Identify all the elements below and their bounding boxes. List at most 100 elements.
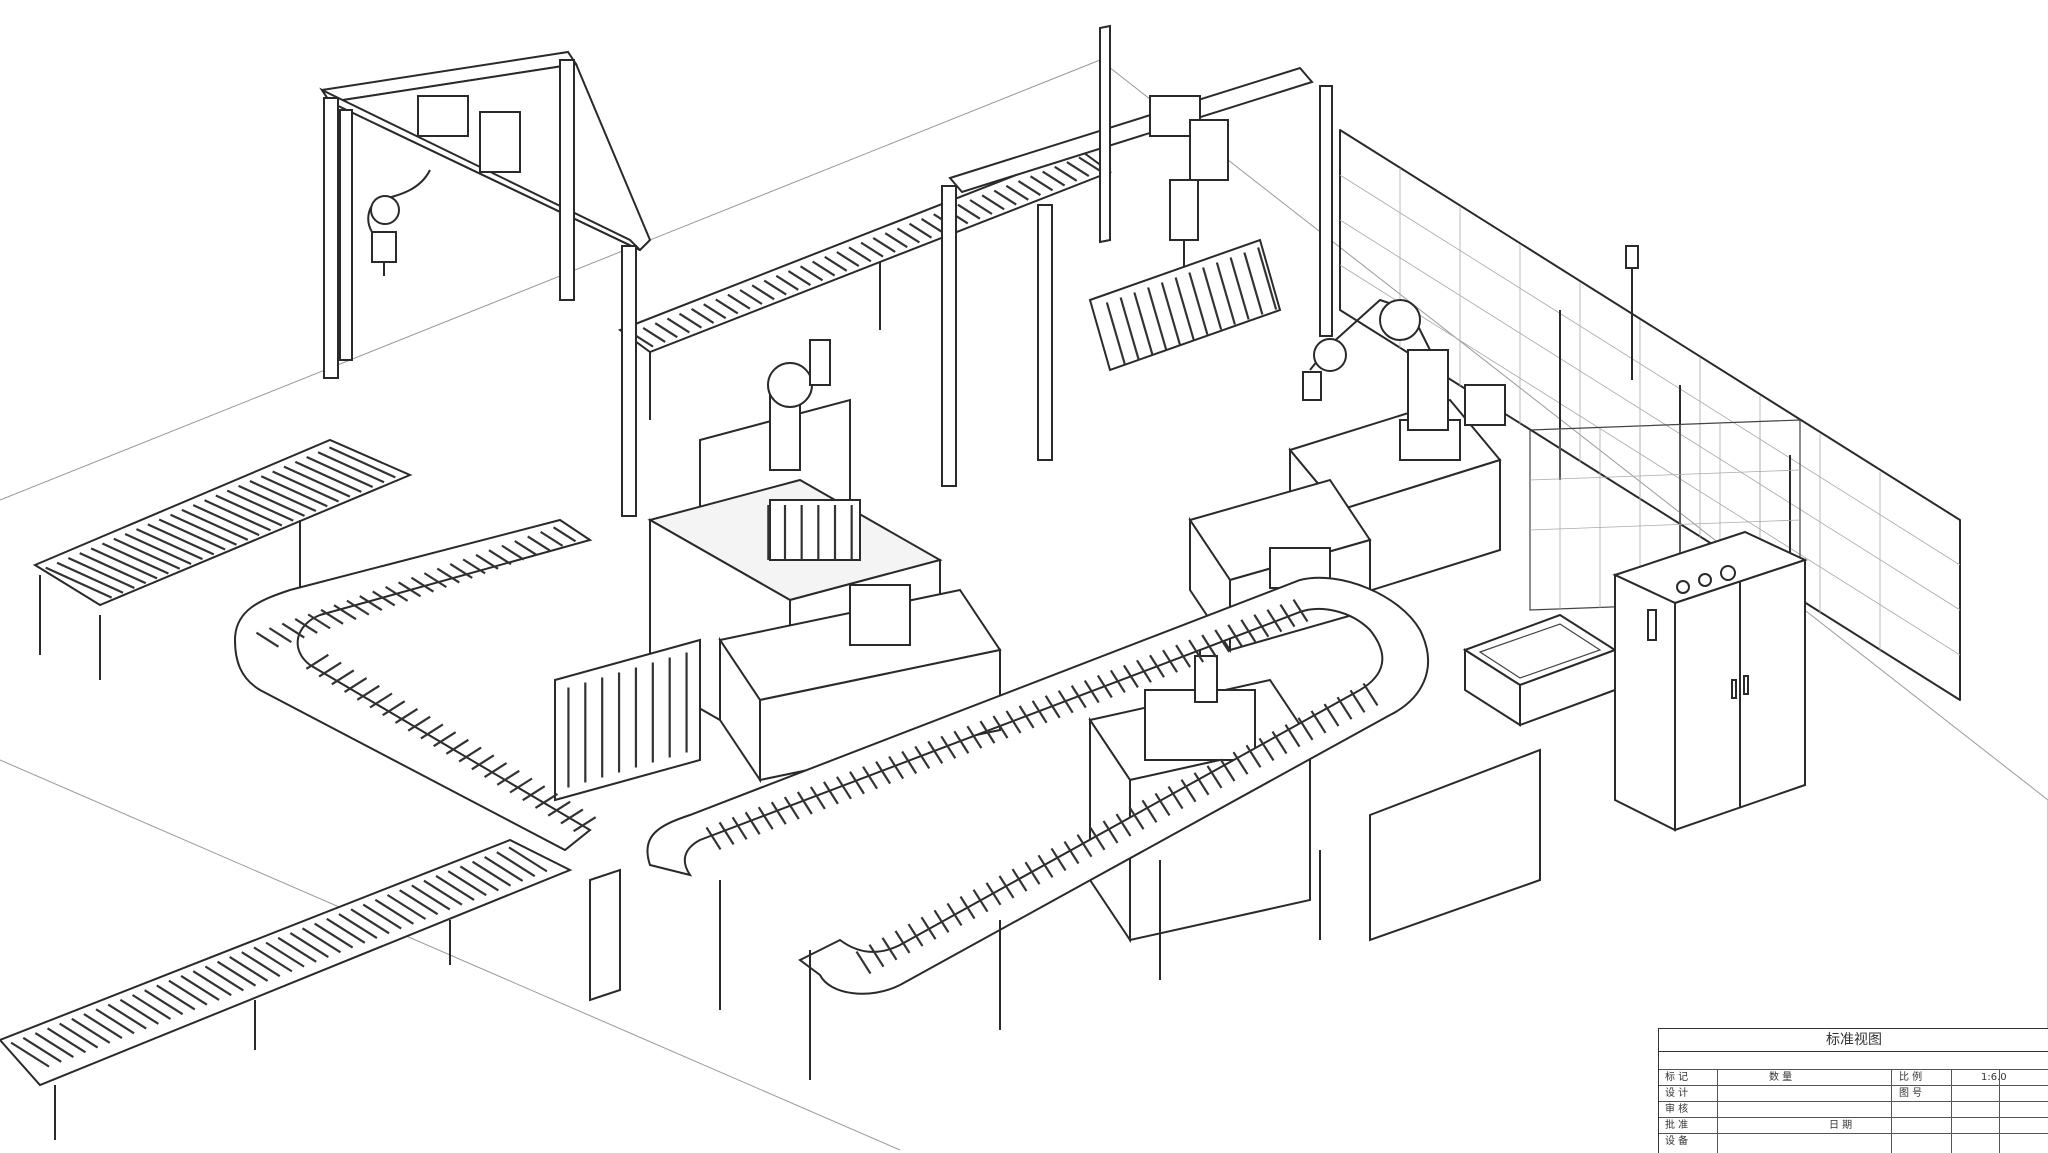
conveyor-roller [940,735,957,759]
conveyor-roller [783,796,800,820]
conveyor-roller [1050,847,1067,872]
conveyor-roller [241,951,281,978]
conveyor-roller [229,955,269,982]
conveyor-roller [1266,609,1283,633]
conveyor-roller [1323,703,1340,727]
conveyor-roller [496,851,536,878]
title-block-divider [1717,1069,1718,1153]
conveyor-roller [407,715,431,732]
gantry-left [319,50,652,517]
conveyor-roller [957,203,981,220]
conveyor-roller [260,475,328,508]
assembly-station [554,584,1002,802]
conveyor-roller [79,552,147,585]
conveyor-roller [459,865,499,892]
conveyor-roller [744,811,761,835]
conveyor-roller [787,270,812,286]
conveyor-roller [343,677,368,693]
conveyor-roller [346,599,370,616]
conveyor-roller [1279,604,1296,628]
conveyor-roller [1147,287,1168,350]
loop-base-frame [589,748,1541,1080]
conveyor-roller [314,922,354,949]
conveyor-roller [294,460,362,493]
conveyor-roller [907,923,924,947]
conveyor-roller [253,946,293,973]
conveyor-roller [946,902,963,927]
conveyor-roller [147,523,215,556]
conveyor-roller [1005,184,1029,201]
conveyor-roller [238,484,306,517]
conveyor-roller [333,604,357,621]
conveyor-roller [10,1041,50,1068]
gantry-center [941,24,1333,487]
conveyor-roller [690,308,715,324]
conveyor-roller [1105,302,1126,365]
title-block-subtitle [1719,1051,1919,1069]
conveyor-roller [1193,772,1210,796]
conveyor-roller [34,1032,74,1059]
conveyor-roller [969,199,993,215]
title-block-cell: 设 计 [1665,1088,1689,1099]
conveyor-roller [192,970,232,997]
conveyor-roller [362,903,402,930]
stack-light [1625,245,1639,380]
conveyor-roller [881,937,898,961]
conveyor-roller [249,480,317,513]
conveyor-roller [436,567,460,584]
conveyor-roller [488,549,512,566]
conveyor-roller [727,293,751,310]
conveyor-roller [855,950,872,975]
conveyor-roller [560,808,584,825]
conveyor-roller [1029,175,1054,192]
conveyor-roller [331,669,355,686]
conveyor-roller [283,465,351,498]
conveyor-roller [1162,649,1178,673]
conveyor-roller [993,189,1017,206]
conveyor-roller [317,451,385,484]
title-block-cell: 数 量 [1769,1072,1793,1083]
conveyor-roller [1042,170,1066,187]
conveyor-roller [953,730,970,754]
conveyor-roller [860,241,884,258]
conveyor-roller [972,889,989,913]
conveyor-roller [703,303,727,320]
conveyor-roller [1057,690,1074,714]
conveyor-roller [1174,277,1195,340]
title-block-cell: 标 记 [1665,1072,1689,1083]
conveyor-roller [301,927,342,954]
conveyor-roller [1271,730,1288,755]
conveyor-roller [385,585,409,602]
conveyor-roller [410,576,435,593]
conveyor-roller [1115,813,1132,837]
conveyor-roller [1180,779,1197,803]
conveyor-roller [1063,840,1080,865]
robot-arm-right [1302,299,1506,461]
conveyor-roller [715,298,739,315]
conveyor-roller [131,994,172,1020]
conveyor-roller [156,984,196,1011]
conveyor-roller [1083,679,1100,704]
conveyor-roller [192,504,260,537]
conveyor-roller [204,499,271,532]
conveyor-roller [1070,685,1087,709]
conveyor-front-loop [233,518,1430,995]
conveyor-roller [216,960,257,987]
conveyor-roller [920,218,945,234]
robot-arm-left [367,169,431,276]
safety-fence [1339,129,1961,701]
conveyor-roller [433,731,457,748]
conveyor-roller [1031,700,1048,724]
conveyor-roller [1284,724,1301,748]
conveyor-roller [979,720,996,744]
conveyor-roller [338,913,378,939]
conveyor-roller [277,936,317,963]
title-block-row: 标 记 数 量 比 例 1:6.0 [1659,1069,2048,1086]
conveyor-roller [1011,868,1028,892]
conveyor-roller [1018,705,1035,729]
conveyor-roller [705,826,722,851]
conveyor-roller [1175,644,1192,668]
conveyor-roller [56,561,124,594]
conveyor-roller [1297,717,1314,741]
conveyor-roller [1128,806,1145,830]
